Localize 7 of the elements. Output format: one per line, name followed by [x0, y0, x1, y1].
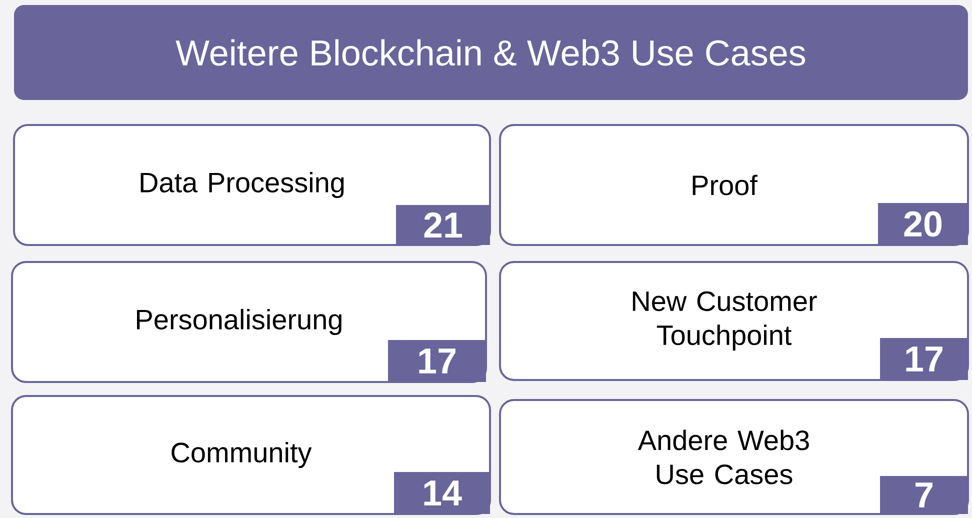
title-banner: Weitere Blockchain & Web3 Use Cases	[14, 4, 968, 100]
number-badge: 17	[880, 338, 968, 380]
number-badge: 17	[388, 340, 486, 382]
number-badge: 20	[878, 203, 968, 245]
number-badge: 14	[394, 472, 490, 514]
number-badge: 7	[880, 476, 968, 514]
number-badge: 21	[396, 205, 490, 245]
